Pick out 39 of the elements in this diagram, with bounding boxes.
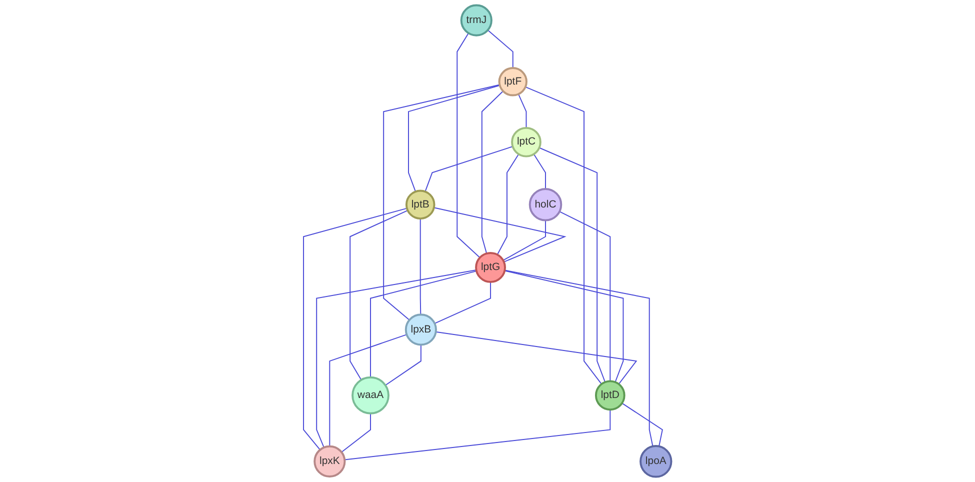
connector bbox=[341, 412, 372, 453]
connector bbox=[350, 210, 408, 380]
connector bbox=[504, 270, 654, 447]
connector bbox=[502, 220, 546, 261]
connector bbox=[482, 90, 504, 254]
connector bbox=[487, 30, 514, 69]
connector bbox=[559, 211, 611, 382]
connector bbox=[383, 84, 500, 320]
node-circle: holC bbox=[528, 188, 562, 222]
connector bbox=[622, 402, 664, 447]
node-circle: lpxK bbox=[314, 445, 346, 478]
connector bbox=[538, 147, 606, 383]
connector bbox=[303, 208, 408, 450]
node-circle: lptC bbox=[511, 126, 542, 158]
node-circle: lptD bbox=[595, 380, 626, 411]
node-circle: lptF bbox=[498, 67, 528, 96]
connector bbox=[434, 207, 566, 262]
connector bbox=[370, 270, 478, 378]
connector bbox=[420, 218, 422, 316]
connector bbox=[525, 86, 602, 385]
connector bbox=[385, 344, 422, 386]
node-circle: lpxB bbox=[405, 314, 438, 346]
connector bbox=[456, 32, 480, 258]
node-circle: lpoA bbox=[640, 445, 672, 478]
connector bbox=[329, 334, 408, 447]
connector bbox=[435, 331, 638, 385]
connector bbox=[408, 84, 500, 192]
connector bbox=[424, 146, 514, 192]
connector bbox=[533, 154, 546, 190]
connector bbox=[344, 409, 611, 460]
connector bbox=[316, 269, 477, 448]
node-circle: waaA bbox=[352, 376, 390, 414]
connector bbox=[434, 281, 492, 324]
node-circle: trmJ bbox=[460, 4, 493, 36]
connector bbox=[504, 270, 624, 383]
node-circle: lptB bbox=[406, 190, 436, 220]
connector bbox=[496, 154, 520, 256]
connector bbox=[518, 94, 527, 128]
node-circle: lptG bbox=[475, 252, 506, 283]
